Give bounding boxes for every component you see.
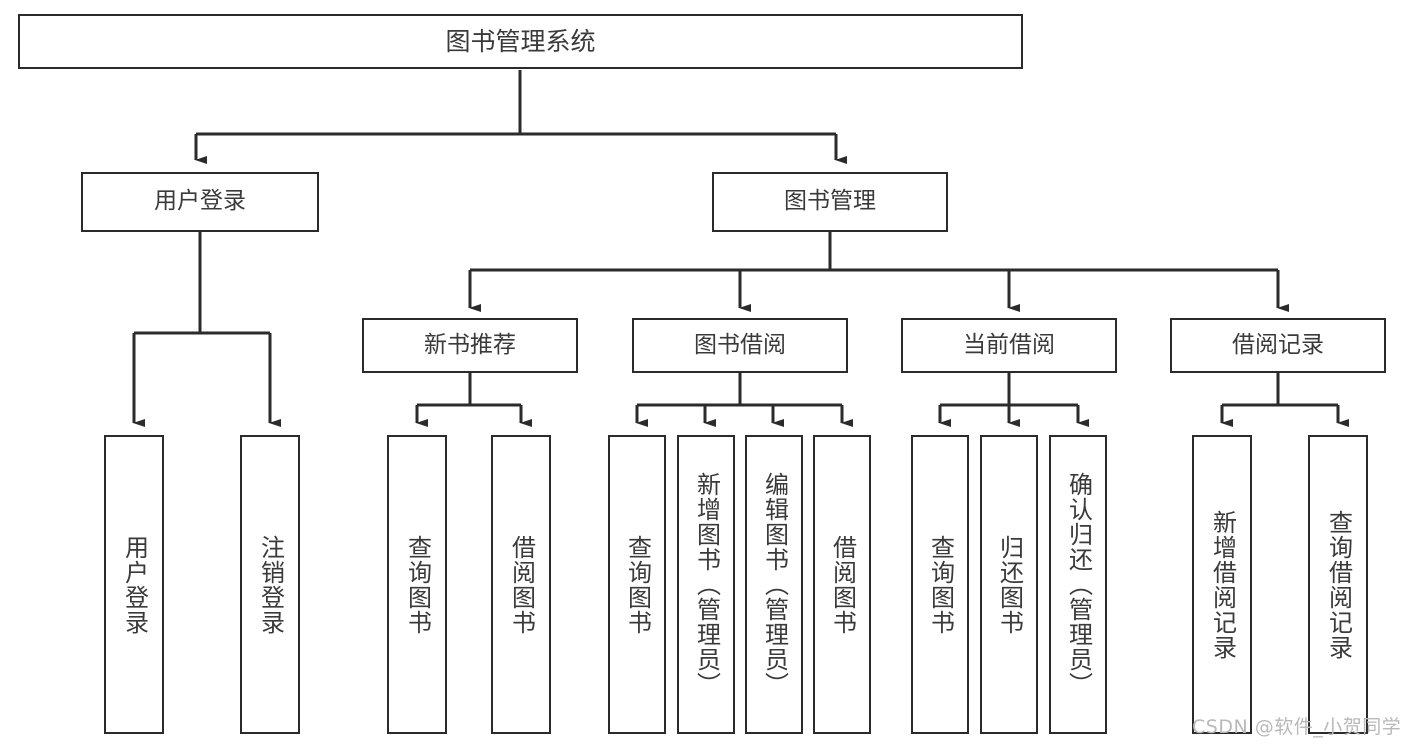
- node-leaf-edit-book-label: 编辑图书（管理员）: [760, 472, 789, 697]
- node-leaf-add-book[interactable]: 新增图书（管理员）: [677, 435, 735, 734]
- node-leaf-logout-label: 注销登录: [256, 534, 285, 635]
- node-new-book-rec-label: 新书推荐: [424, 331, 516, 358]
- node-leaf-borrow-book-2-label: 借阅图书: [828, 534, 857, 635]
- node-leaf-confirm-return[interactable]: 确认归还（管理员）: [1049, 435, 1107, 734]
- csdn-watermark: CSDN @软件_小贺同学: [1192, 716, 1402, 738]
- node-leaf-query-book-1-label: 查询图书: [403, 534, 432, 635]
- node-leaf-edit-book[interactable]: 编辑图书（管理员）: [745, 435, 803, 734]
- node-user-login-label: 用户登录: [154, 188, 246, 215]
- node-root[interactable]: 图书管理系统: [18, 14, 1023, 69]
- node-leaf-query-record[interactable]: 查询借阅记录: [1308, 435, 1368, 734]
- node-leaf-return-book[interactable]: 归还图书: [980, 435, 1038, 734]
- node-root-label: 图书管理系统: [445, 26, 596, 56]
- node-current-borrow[interactable]: 当前借阅: [901, 318, 1117, 373]
- node-leaf-user-login[interactable]: 用户登录: [104, 435, 164, 734]
- node-book-manage[interactable]: 图书管理: [712, 172, 948, 232]
- node-leaf-add-book-label: 新增图书（管理员）: [692, 472, 721, 697]
- node-leaf-confirm-return-label: 确认归还（管理员）: [1064, 472, 1093, 697]
- node-leaf-query-book-3[interactable]: 查询图书: [911, 435, 969, 734]
- node-leaf-logout[interactable]: 注销登录: [240, 435, 300, 734]
- node-leaf-borrow-book-1-label: 借阅图书: [507, 534, 536, 635]
- node-leaf-borrow-book-2[interactable]: 借阅图书: [813, 435, 871, 734]
- node-leaf-query-book-2[interactable]: 查询图书: [608, 435, 666, 734]
- node-user-login[interactable]: 用户登录: [81, 172, 319, 232]
- node-current-borrow-label: 当前借阅: [963, 331, 1055, 358]
- node-leaf-user-login-label: 用户登录: [120, 534, 149, 635]
- node-leaf-query-book-3-label: 查询图书: [926, 534, 955, 635]
- node-book-manage-label: 图书管理: [784, 188, 876, 215]
- node-leaf-return-book-label: 归还图书: [995, 534, 1024, 635]
- node-borrow-record-label: 借阅记录: [1232, 331, 1324, 358]
- node-leaf-query-book-1[interactable]: 查询图书: [387, 435, 447, 734]
- node-leaf-query-book-2-label: 查询图书: [623, 534, 652, 635]
- node-leaf-add-record[interactable]: 新增借阅记录: [1192, 435, 1252, 734]
- node-leaf-borrow-book-1[interactable]: 借阅图书: [491, 435, 551, 734]
- node-book-borrow-label: 图书借阅: [694, 331, 786, 358]
- node-leaf-query-record-label: 查询借阅记录: [1324, 509, 1353, 660]
- node-leaf-add-record-label: 新增借阅记录: [1208, 509, 1237, 660]
- node-borrow-record[interactable]: 借阅记录: [1170, 318, 1386, 373]
- node-book-borrow[interactable]: 图书借阅: [632, 318, 848, 373]
- node-new-book-rec[interactable]: 新书推荐: [362, 318, 578, 373]
